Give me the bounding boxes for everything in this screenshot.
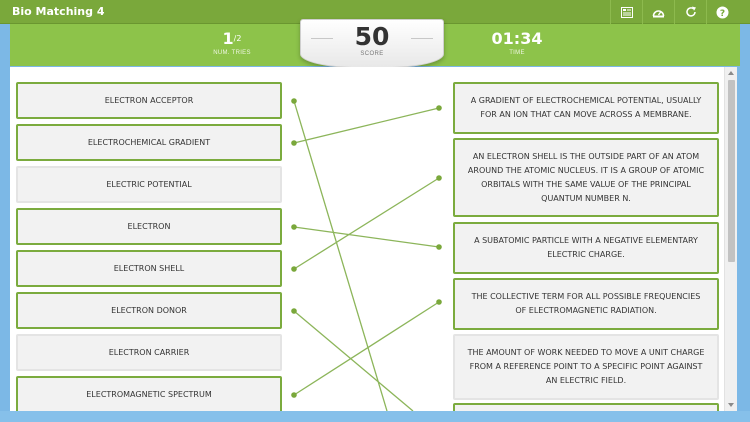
term-label: ELECTRON DONOR: [111, 305, 187, 315]
dashboard-button[interactable]: [642, 0, 674, 24]
term-card[interactable]: ELECTROMAGNETIC SPECTRUM: [16, 376, 282, 411]
connector-dot[interactable]: [436, 244, 442, 250]
term-card[interactable]: ELECTRON DONOR: [16, 292, 282, 329]
term-label: ELECTROCHEMICAL GRADIENT: [87, 137, 211, 147]
match-line: [293, 100, 388, 411]
term-label: ELECTRON CARRIER: [108, 347, 190, 357]
svg-text:?: ?: [720, 9, 725, 19]
tries-label: NUM. TRIES: [213, 50, 251, 56]
score-divider: [311, 38, 333, 39]
connector-dot[interactable]: [291, 140, 297, 146]
definition-label: THE COLLECTIVE TERM FOR ALL POSSIBLE FRE…: [471, 292, 701, 315]
connector-dot[interactable]: [291, 266, 297, 272]
match-line: [293, 310, 414, 411]
connector-dot[interactable]: [436, 175, 442, 181]
connector-dot[interactable]: [291, 98, 297, 104]
term-card[interactable]: ELECTRON: [16, 208, 282, 245]
score-badge: 50 SCORE: [300, 19, 444, 68]
time-stat: 01:34 TIME: [457, 29, 577, 57]
screenshot-icon: [620, 6, 633, 18]
tries-stat: 1/2 NUM. TRIES: [172, 29, 292, 57]
dashboard-icon: [652, 9, 665, 17]
connector-dot[interactable]: [291, 392, 297, 398]
match-line: [293, 107, 440, 144]
screenshot-button[interactable]: [610, 0, 642, 24]
match-lines: [291, 98, 442, 411]
score-divider: [411, 38, 433, 39]
definition-card[interactable]: THE COLLECTIVE TERM FOR ALL POSSIBLE FRE…: [453, 278, 719, 330]
restart-button[interactable]: [674, 0, 706, 24]
term-label: ELECTRON ACCEPTOR: [104, 95, 194, 105]
term-card[interactable]: ELECTRON CARRIER: [16, 334, 282, 371]
help-icon: ?: [716, 6, 729, 19]
time-value: 01:34: [491, 29, 543, 48]
scroll-thumb[interactable]: [728, 80, 735, 262]
definition-label: AN ELECTRON SHELL IS THE OUTSIDE PART OF…: [467, 151, 705, 203]
match-line: [293, 177, 440, 270]
scroll-up-icon[interactable]: [728, 71, 734, 75]
score-value: 50: [354, 22, 390, 51]
background-strip: [0, 411, 750, 422]
scroll-down-icon[interactable]: [728, 403, 734, 407]
term-label: ELECTRON: [127, 221, 171, 231]
time-label: TIME: [509, 50, 525, 56]
definition-label: THE AMOUNT OF WORK NEEDED TO MOVE A UNIT…: [467, 348, 705, 385]
restart-icon: [685, 6, 696, 17]
definition-card[interactable]: [453, 403, 719, 411]
game-title: Bio Matching 4: [12, 5, 105, 18]
term-label: ELECTROMAGNETIC SPECTRUM: [86, 389, 212, 399]
definition-card[interactable]: A SUBATOMIC PARTICLE WITH A NEGATIVE ELE…: [453, 222, 719, 274]
definition-card[interactable]: A GRADIENT OF ELECTROCHEMICAL POTENTIAL,…: [453, 82, 719, 134]
term-card[interactable]: ELECTRON SHELL: [16, 250, 282, 287]
definition-label: A SUBATOMIC PARTICLE WITH A NEGATIVE ELE…: [474, 236, 698, 259]
score-label: SCORE: [360, 51, 384, 57]
matching-board: ELECTRON ACCEPTOR ELECTROCHEMICAL GRADIEN…: [10, 67, 737, 411]
match-line: [293, 226, 440, 248]
term-card[interactable]: ELECTROCHEMICAL GRADIENT: [16, 124, 282, 161]
tries-value: 1: [222, 29, 234, 48]
help-button[interactable]: ?: [706, 0, 738, 24]
match-line: [293, 301, 440, 396]
term-card[interactable]: ELECTRIC POTENTIAL: [16, 166, 282, 203]
definition-card[interactable]: THE AMOUNT OF WORK NEEDED TO MOVE A UNIT…: [453, 334, 719, 400]
term-label: ELECTRIC POTENTIAL: [106, 179, 192, 189]
term-label: ELECTRON SHELL: [113, 263, 185, 273]
definition-card[interactable]: AN ELECTRON SHELL IS THE OUTSIDE PART OF…: [453, 138, 719, 217]
definition-label: A GRADIENT OF ELECTROCHEMICAL POTENTIAL,…: [470, 96, 702, 119]
term-card[interactable]: ELECTRON ACCEPTOR: [16, 82, 282, 119]
tries-total: /2: [233, 34, 242, 43]
connector-dot[interactable]: [291, 224, 297, 230]
connector-dot[interactable]: [291, 308, 297, 314]
connector-dot[interactable]: [436, 105, 442, 111]
scrollbar[interactable]: [724, 67, 737, 411]
connector-dot[interactable]: [436, 299, 442, 305]
